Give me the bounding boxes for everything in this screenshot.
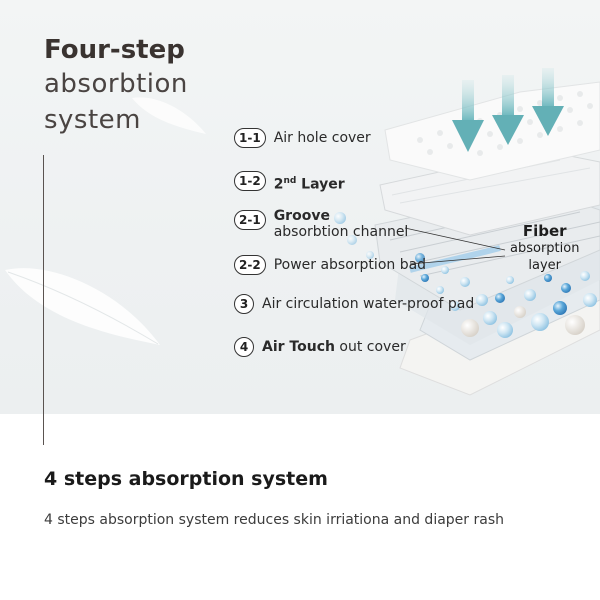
fiber-label-title: Fiber [522, 222, 567, 240]
hero-title-bold: Four-step [44, 35, 185, 65]
step-3: 3 Air circulation water-proof pad [234, 294, 474, 314]
step-label-bold: Air Touch [262, 339, 335, 355]
step-label-sup: nd [283, 176, 297, 186]
arrow-down-icon [532, 68, 564, 136]
step-number-badge: 2-2 [234, 255, 266, 275]
fiber-label-line3: layer [528, 258, 562, 273]
step-number-badge: 2-1 [234, 210, 266, 230]
step-label: 2nd Layer [274, 171, 345, 195]
step-number-badge: 3 [234, 294, 254, 314]
hero-title-line3: system [44, 105, 141, 135]
feather-icon [132, 97, 206, 134]
fiber-label: Fiber absorption layer [510, 222, 579, 274]
step-label-rest: Layer [296, 176, 345, 193]
step-1-1: 1-1 Air hole cover [234, 128, 371, 148]
step-4: 4 Air Touch out cover [234, 337, 406, 357]
hero-title: Four-step absorbtion system [44, 34, 188, 138]
step-2-1: 2-1 Groove absorbtion channel [234, 208, 408, 240]
section-description: 4 steps absorption system reduces skin i… [44, 512, 504, 528]
fiber-label-line2: absorption [510, 241, 580, 256]
section-title: 4 steps absorption system [44, 468, 328, 490]
arrow-down-icon [452, 80, 484, 152]
step-label: Air hole cover [273, 130, 371, 146]
arrow-down-icon [492, 75, 524, 145]
hero-title-line2: absorbtion [44, 69, 188, 99]
step-label-rest: out cover [334, 339, 406, 355]
step-label: Air Touch out cover [262, 337, 406, 357]
step-1-2: 1-2 2nd Layer [234, 171, 345, 195]
step-number-badge: 1-2 [234, 171, 266, 191]
step-label: Groove absorbtion channel [274, 208, 409, 240]
step-label: Air circulation water-proof pad [262, 296, 475, 312]
step-label-bold: Groove [273, 208, 330, 224]
step-label: Power absorption bad [273, 257, 427, 273]
step-label-line2: absorbtion channel [273, 224, 409, 240]
divider-line [43, 155, 44, 445]
step-label-main: 2 [273, 176, 284, 193]
step-2-2: 2-2 Power absorption bad [234, 255, 426, 275]
hero-section: Four-step absorbtion system 1-1 Air hole… [0, 0, 600, 414]
step-number-badge: 1-1 [234, 128, 266, 148]
step-number-badge: 4 [234, 337, 254, 357]
layer-diagram [334, 68, 600, 396]
